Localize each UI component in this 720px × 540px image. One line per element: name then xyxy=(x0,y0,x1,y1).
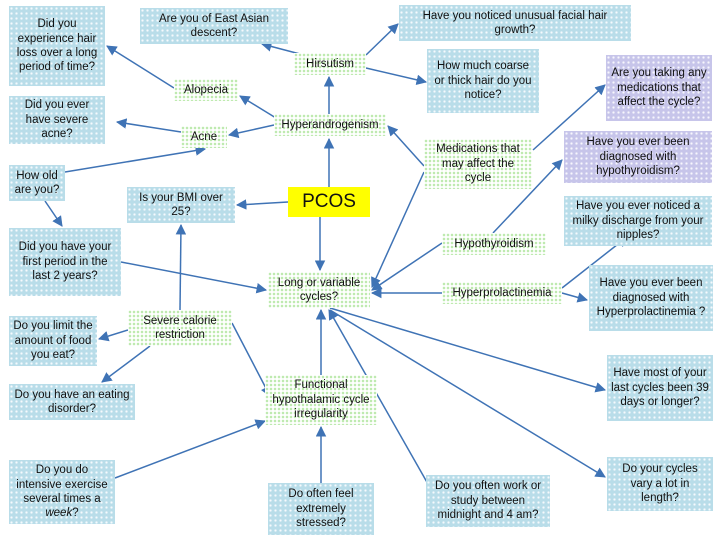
question-first-period: Did you have your first period in the la… xyxy=(9,228,121,296)
arrow-hirsutism-to-facial-hair xyxy=(365,23,399,56)
arrow-age-to-first-period xyxy=(44,200,63,227)
question-hair-loss: Did you experience hair loss over a long… xyxy=(9,6,105,86)
arrow-acne-to-severe-acne xyxy=(115,118,182,133)
arrow-calorie-to-functional xyxy=(231,322,271,397)
hyperprolactinemia-node: Hyperprolactinemia xyxy=(442,282,562,304)
hirsutism-node: Hirsutism xyxy=(294,53,366,75)
arrow-long-cycles-to-cycles-vary xyxy=(329,309,606,478)
arrow-hyperandrogenism-to-alopecia xyxy=(239,95,277,119)
long-cycles-node: Long or variable cycles? xyxy=(268,272,370,308)
question-age: How old are you? xyxy=(9,165,65,201)
question-exercise-text: Do you do intensive exercise several tim… xyxy=(13,463,111,521)
arrow-hirsutism-to-coarse-hair xyxy=(365,67,428,85)
question-night-work: Do you often work or study between midni… xyxy=(426,475,550,527)
functional-hypothalamic-node: Functional hypothalamic cycle irregulari… xyxy=(265,375,377,425)
calorie-restriction-node: Severe calorie restriction xyxy=(128,310,232,346)
question-exercise: Do you do intensive exercise several tim… xyxy=(9,460,115,524)
arrow-hypothyroidism-to-question xyxy=(492,159,563,234)
exercise-text-start: Do you do intensive exercise several tim… xyxy=(16,464,108,505)
arrow-hyperprolactinemia-to-question xyxy=(561,292,589,303)
hypothyroidism-node: Hypothyroidism xyxy=(442,233,546,255)
question-bmi: Is your BMI over 25? xyxy=(127,187,235,223)
question-limit-food: Do you limit the amount of food you eat? xyxy=(9,316,97,366)
question-milky: Have you ever noticed a milky discharge … xyxy=(564,196,712,246)
question-cycles-39: Have most of your last cycles been 39 da… xyxy=(607,355,713,421)
arrow-alopecia-to-hair-loss xyxy=(106,45,175,89)
acne-node: Acne xyxy=(181,126,227,148)
question-stressed: Do often feel extremely stressed? xyxy=(268,483,374,535)
question-severe-acne: Did you ever have severe acne? xyxy=(9,96,105,144)
question-cycles-vary: Do your cycles vary a lot in length? xyxy=(607,457,713,511)
arrow-calorie-to-bmi xyxy=(175,223,187,311)
arrow-long-cycles-to-cycles-39 xyxy=(329,307,607,393)
arrow-age-to-acne xyxy=(64,145,207,173)
question-medications: Are you taking any medications that affe… xyxy=(606,55,712,121)
arrow-medications-to-hyperandrogenism xyxy=(387,125,425,167)
arrow-pcos-to-bmi xyxy=(235,199,289,210)
pcos-node: PCOS xyxy=(288,187,370,217)
arrow-medications-to-long-cycles xyxy=(371,171,425,288)
arrow-hyperandrogenism-to-acne xyxy=(227,124,275,139)
arrow-medications-to-question xyxy=(532,84,606,151)
exercise-week-emphasis: week xyxy=(45,507,73,520)
medications-node: Medications that may affect the cycle xyxy=(424,139,532,189)
arrow-exercise-to-functional xyxy=(114,419,266,479)
arrow-first-period-to-long-cycles xyxy=(120,261,268,294)
exercise-text-end: ? xyxy=(72,507,79,520)
arrow-hirsutism-to-east-asian xyxy=(260,41,301,55)
arrow-hypothyroidism-to-long-cycles xyxy=(371,242,443,291)
question-coarse-hair: How much coarse or thick hair do you not… xyxy=(427,49,539,113)
question-facial-hair: Have you noticed unusual facial hair gro… xyxy=(399,5,631,41)
arrow-night-work-to-long-cycles xyxy=(328,309,429,485)
alopecia-node: Alopecia xyxy=(174,79,238,101)
arrow-calorie-to-eating-disorder xyxy=(101,345,151,383)
question-hypothyroidism: Have you ever been diagnosed with hypoth… xyxy=(564,131,712,183)
question-east-asian: Are you of East Asian descent? xyxy=(140,8,288,44)
hyperandrogenism-node: Hyperandrogenism xyxy=(274,114,386,136)
question-hyperprolactinemia: Have you ever been diagnosed with Hyperp… xyxy=(589,265,713,331)
arrow-calorie-to-limit-food xyxy=(97,329,129,342)
question-eating-disorder: Do you have an eating disorder? xyxy=(9,384,135,420)
